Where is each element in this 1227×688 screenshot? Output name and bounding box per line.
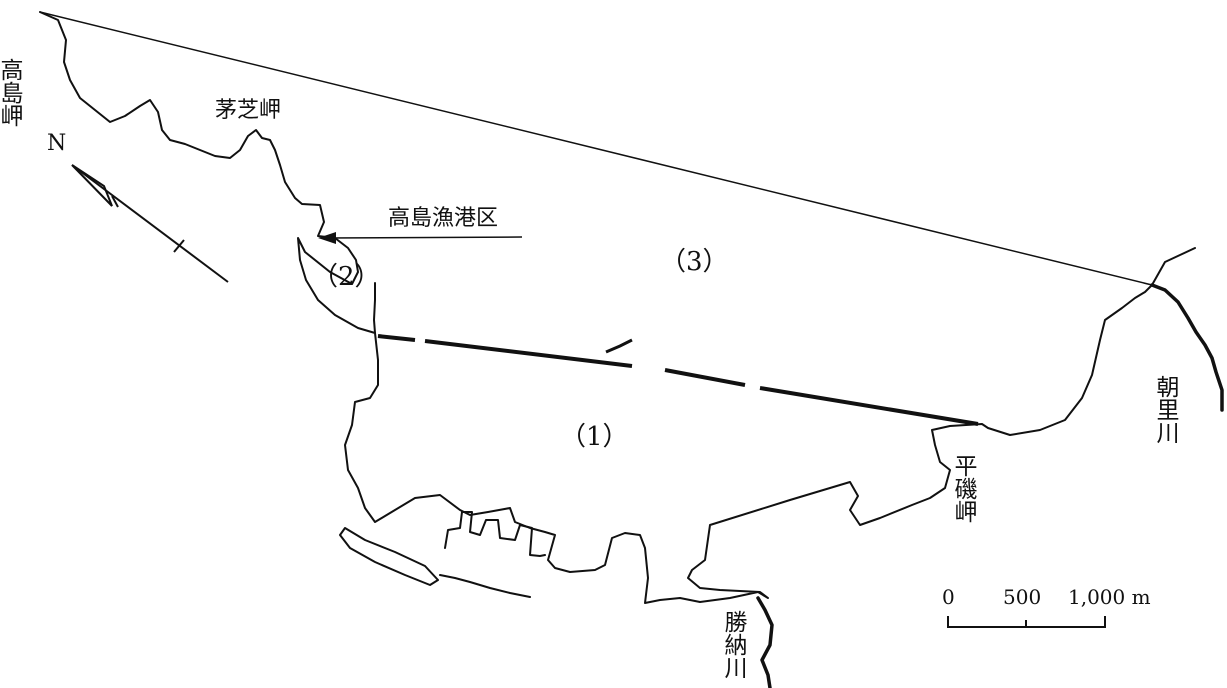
- coastline: [39, 11, 1196, 604]
- district-boundary-dashed: [377, 334, 979, 426]
- scale-label-500: 500: [1003, 585, 1041, 609]
- outer-boundary-line: [39, 11, 1153, 286]
- area-2-label: （2）: [312, 262, 381, 292]
- asari-gawa-label: 朝里川: [1152, 375, 1180, 444]
- breakwater-island: [339, 527, 439, 586]
- fishing-port-breakwater: [373, 282, 376, 334]
- port-arrow-head: [318, 232, 336, 244]
- hiraiso-misaki-label: 平磯岬: [950, 454, 978, 523]
- north-arrow: N: [47, 131, 229, 283]
- takashima-gyoko-label: 高島漁港区: [388, 206, 498, 231]
- scale-label-1000: 1,000 m: [1068, 585, 1151, 609]
- pier-structure: [444, 511, 546, 557]
- kayashi-misaki-label: 茅芝岬: [215, 98, 281, 123]
- katsunai-gawa-label: 勝納川: [720, 610, 748, 679]
- katsunai-river: [756, 596, 774, 688]
- pier-structure-2: [439, 574, 531, 598]
- area-3-label: （3）: [660, 247, 729, 277]
- asari-river: [1150, 283, 1224, 412]
- scale-label-0: 0: [942, 585, 955, 609]
- north-label: N: [47, 131, 66, 156]
- takashima-misaki-label: 高島岬: [0, 58, 23, 127]
- port-arrow-line: [324, 236, 523, 239]
- area-1-label: （1）: [560, 422, 629, 452]
- scale-bar: 0 500 1,000 m: [942, 585, 1151, 628]
